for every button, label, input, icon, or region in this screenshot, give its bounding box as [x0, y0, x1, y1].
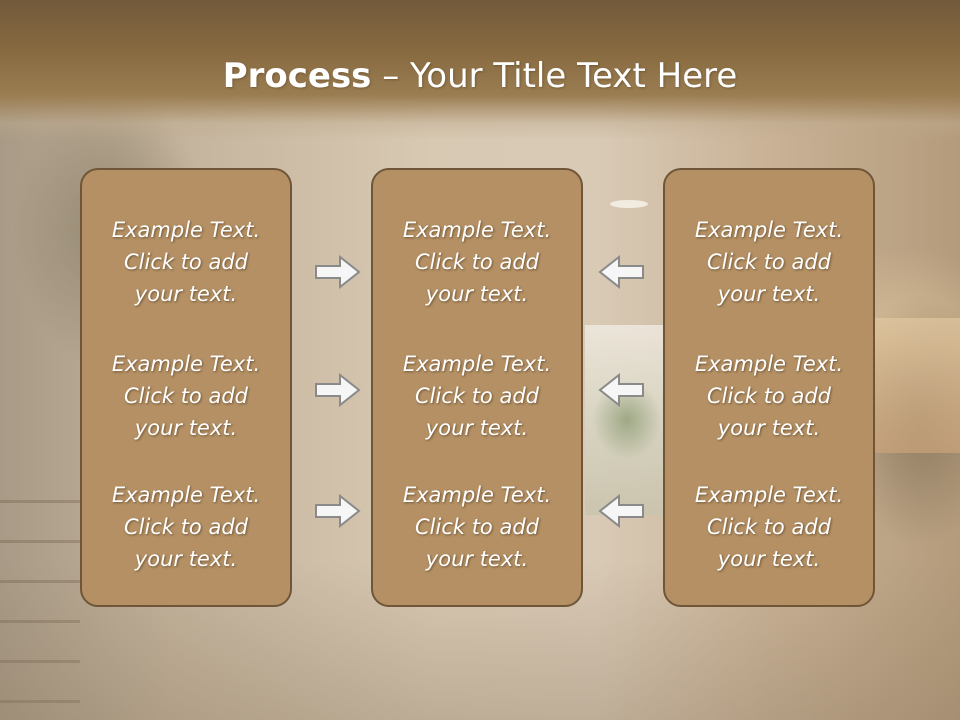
left-panel[interactable]: Example Text. Click to add your text. Ex…: [80, 168, 292, 607]
text-item[interactable]: Example Text. Click to add your text.: [665, 214, 873, 310]
text-line: Example Text.: [694, 218, 844, 242]
text-item[interactable]: Example Text. Click to add your text.: [82, 214, 290, 310]
text-line: Click to add: [706, 250, 831, 274]
text-line: Click to add: [123, 384, 248, 408]
arrow-right-icon: [315, 254, 361, 290]
text-line: Example Text.: [111, 352, 261, 376]
text-line: Click to add: [706, 515, 831, 539]
text-line: Example Text.: [402, 218, 552, 242]
title-bold: Process: [222, 56, 372, 96]
text-line: your text.: [134, 282, 238, 306]
text-line: Example Text.: [694, 483, 844, 507]
text-line: your text.: [134, 547, 238, 571]
text-line: your text.: [425, 416, 529, 440]
text-line: your text.: [717, 416, 821, 440]
text-line: Click to add: [414, 384, 539, 408]
arrow-left-icon: [598, 493, 644, 529]
text-line: Click to add: [123, 515, 248, 539]
text-line: Example Text.: [111, 218, 261, 242]
title-rest: – Your Title Text Here: [371, 56, 738, 96]
arrow-right-icon: [315, 493, 361, 529]
background-stair: [0, 500, 80, 720]
arrow-right-icon: [315, 372, 361, 408]
slide-title[interactable]: Process – Your Title Text Here: [0, 54, 960, 98]
text-line: your text.: [425, 547, 529, 571]
text-item[interactable]: Example Text. Click to add your text.: [373, 348, 581, 444]
arrow-left-icon: [598, 372, 644, 408]
text-item[interactable]: Example Text. Click to add your text.: [373, 214, 581, 310]
text-line: your text.: [425, 282, 529, 306]
arrow-left-icon: [598, 254, 644, 290]
text-item[interactable]: Example Text. Click to add your text.: [373, 479, 581, 575]
text-line: Example Text.: [402, 352, 552, 376]
text-item[interactable]: Example Text. Click to add your text.: [82, 479, 290, 575]
text-line: Click to add: [706, 384, 831, 408]
text-line: Click to add: [414, 515, 539, 539]
text-line: Click to add: [123, 250, 248, 274]
background-ceiling-light: [610, 200, 648, 208]
text-line: Example Text.: [694, 352, 844, 376]
text-line: your text.: [717, 547, 821, 571]
text-item[interactable]: Example Text. Click to add your text.: [665, 348, 873, 444]
text-line: your text.: [134, 416, 238, 440]
text-item[interactable]: Example Text. Click to add your text.: [665, 479, 873, 575]
text-line: your text.: [717, 282, 821, 306]
text-line: Click to add: [414, 250, 539, 274]
text-line: Example Text.: [402, 483, 552, 507]
background-lamp: [875, 318, 960, 453]
text-item[interactable]: Example Text. Click to add your text.: [82, 348, 290, 444]
title-bar: [0, 0, 960, 140]
right-panel[interactable]: Example Text. Click to add your text. Ex…: [663, 168, 875, 607]
center-panel[interactable]: Example Text. Click to add your text. Ex…: [371, 168, 583, 607]
text-line: Example Text.: [111, 483, 261, 507]
